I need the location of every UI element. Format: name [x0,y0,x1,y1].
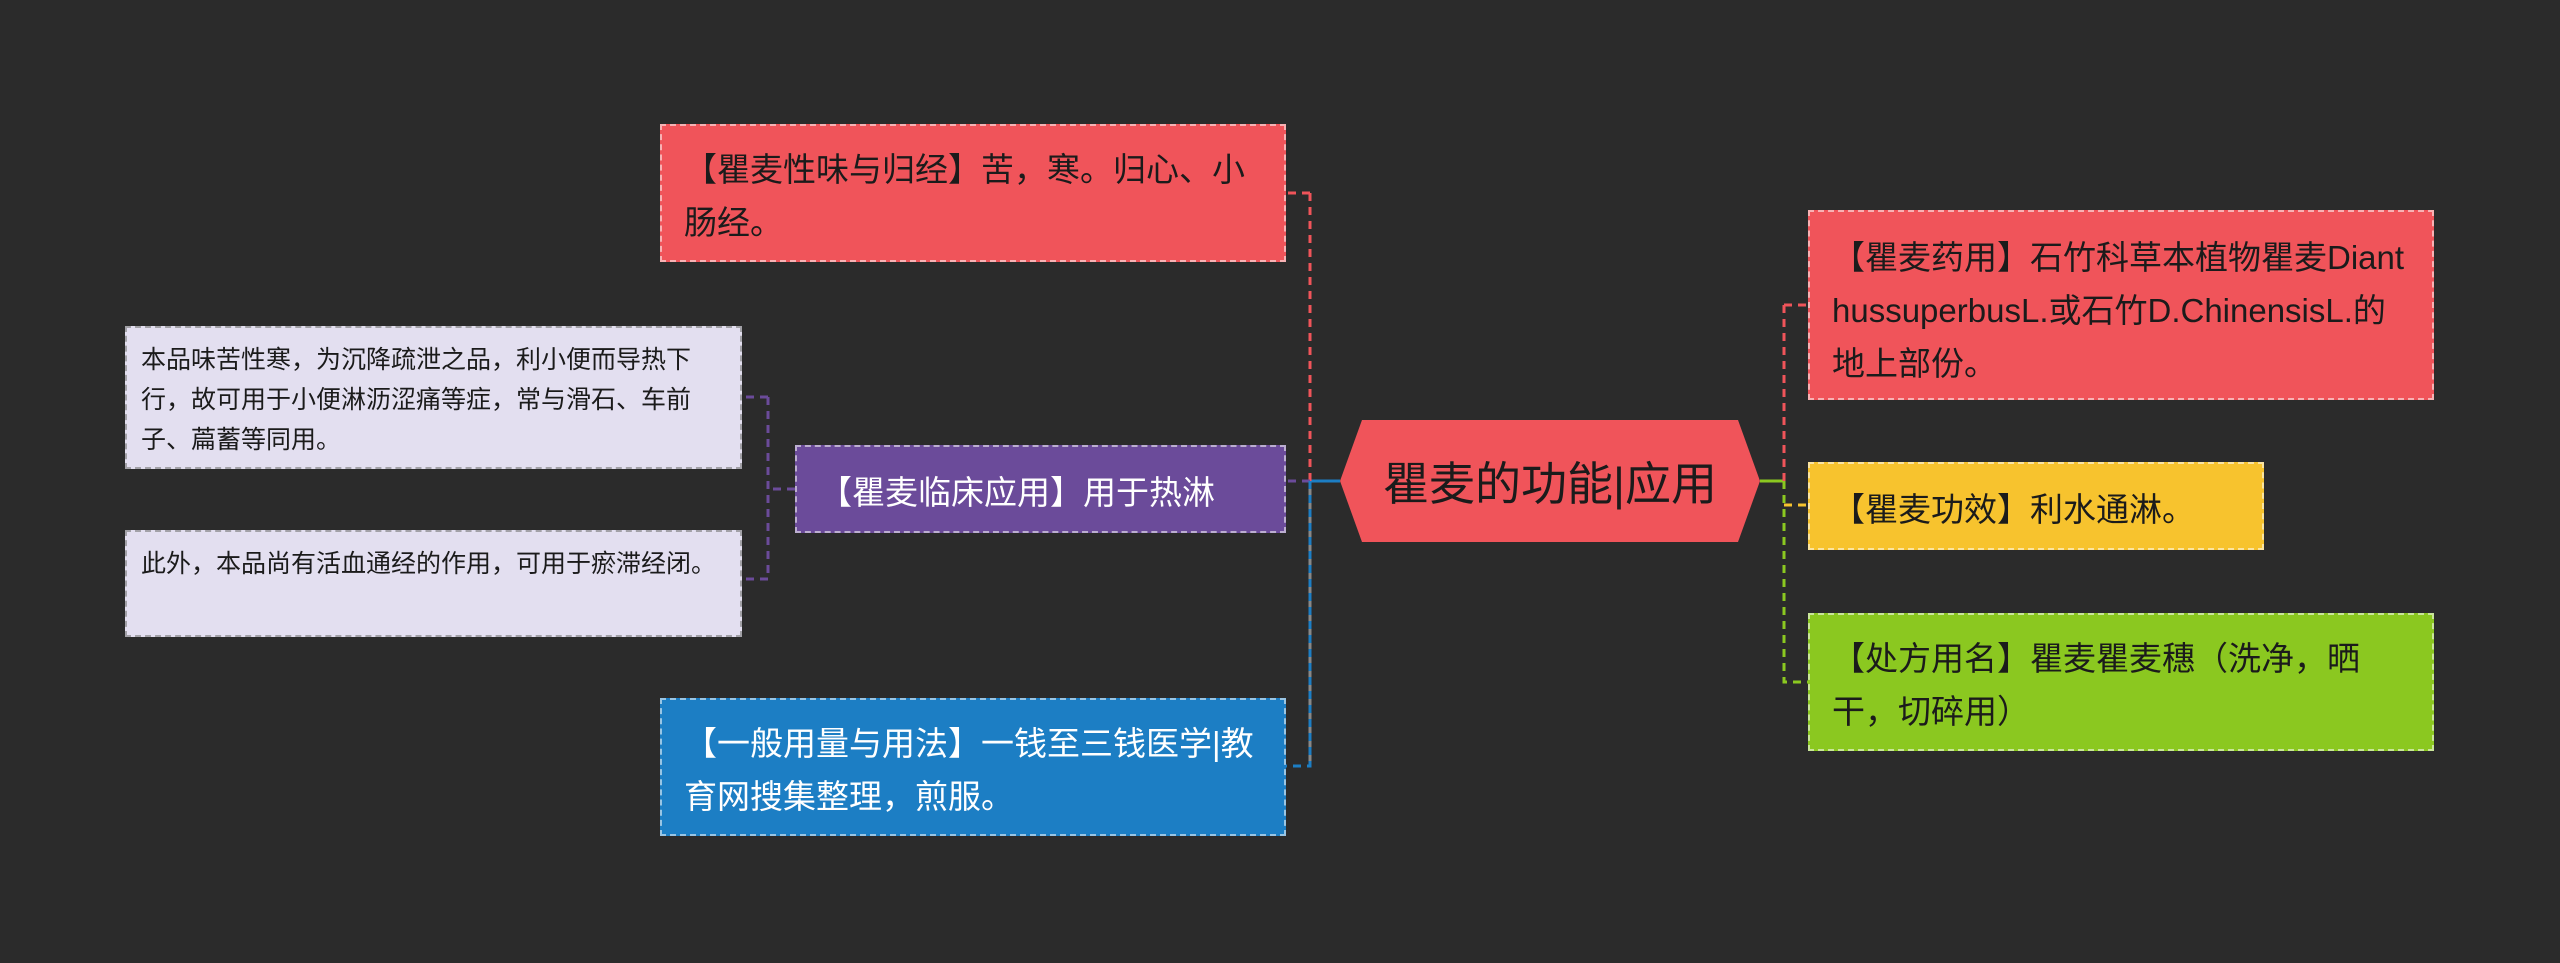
central-topic[interactable]: 瞿麦的功能|应用 [1340,420,1760,542]
topic-dosage-usage-label: 【一般用量与用法】一钱至三钱医学|教育网搜集整理，煎服。 [684,725,1254,815]
topic-clinical-application-label: 【瞿麦临床应用】用于热淋 [819,474,1215,511]
topic-prescription-names[interactable]: 【处方用名】瞿麦瞿麦穗（洗净，晒干，切碎用） [1808,613,2434,751]
leaf-blood-activation-label: 此外，本品尚有活血通经的作用，可用于瘀滞经闭。 [141,550,717,578]
topic-nature-meridian-label: 【瞿麦性味与归经】苦，寒。归心、小肠经。 [684,151,1245,241]
leaf-clinical-detail[interactable]: 本品味苦性寒，为沉降疏泄之品，利小便而导热下行，故可用于小便淋沥涩痛等症，常与滑… [125,326,742,469]
topic-efficacy-label: 【瞿麦功效】利水通淋。 [1832,491,2195,528]
topic-medicinal-source-label: 【瞿麦药用】石竹科草本植物瞿麦DianthussuperbusL.或石竹D.Ch… [1832,239,2405,382]
topic-efficacy[interactable]: 【瞿麦功效】利水通淋。 [1808,462,2264,550]
central-topic-label: 瞿麦的功能|应用 [1383,458,1717,510]
central-topic-shape [1340,420,1760,542]
topic-clinical-application[interactable]: 【瞿麦临床应用】用于热淋 [795,445,1286,533]
leaf-blood-activation[interactable]: 此外，本品尚有活血通经的作用，可用于瘀滞经闭。 [125,530,742,637]
topic-dosage-usage[interactable]: 【一般用量与用法】一钱至三钱医学|教育网搜集整理，煎服。 [660,698,1286,836]
leaf-clinical-detail-label: 本品味苦性寒，为沉降疏泄之品，利小便而导热下行，故可用于小便淋沥涩痛等症，常与滑… [141,346,692,454]
topic-nature-meridian[interactable]: 【瞿麦性味与归经】苦，寒。归心、小肠经。 [660,124,1286,262]
topic-medicinal-source[interactable]: 【瞿麦药用】石竹科草本植物瞿麦DianthussuperbusL.或石竹D.Ch… [1808,210,2434,400]
topic-prescription-names-label: 【处方用名】瞿麦瞿麦穗（洗净，晒干，切碎用） [1832,640,2360,730]
